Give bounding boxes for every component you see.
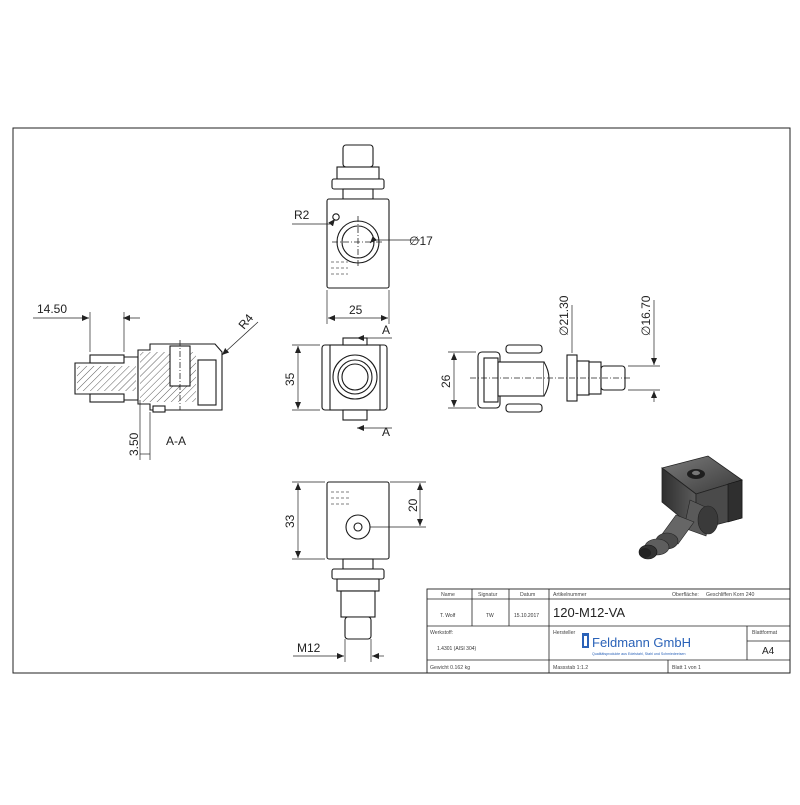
dim-dia17: ∅17 <box>409 234 433 248</box>
dim-dia-16-70: ∅16.70 <box>639 295 653 336</box>
tb-blatt: Blatt 1 von 1 <box>672 665 701 671</box>
dim-r2: R2 <box>294 208 310 222</box>
top-view <box>292 144 420 324</box>
tb-massstab: Massstab 1:1.2 <box>553 665 588 671</box>
tb-company-sub: Qualitätsprodukte aus Edelstahl, Stahl u… <box>592 652 686 656</box>
tb-col-signatur: Signatur <box>478 592 498 598</box>
tb-datum-value: 15.10.2017 <box>514 613 539 619</box>
tb-oberflaeche-value: Geschliffen Korn 240 <box>706 592 754 598</box>
tb-werkstoff-label: Werkstoff: <box>430 630 453 636</box>
tb-col-datum: Datum <box>520 592 535 598</box>
tb-blattformat-label: Blattformat <box>752 630 778 636</box>
dim-height-26: 26 <box>439 374 453 388</box>
bottom-view <box>292 481 426 662</box>
tb-artikelnummer-label: Artikelnummer <box>553 592 587 598</box>
tb-oberflaeche-label: Oberfläche: <box>672 592 699 598</box>
tb-col-name: Name <box>441 592 455 598</box>
title-block <box>426 588 791 674</box>
dim-20: 20 <box>406 498 420 512</box>
dim-3-50: 3.50 <box>127 432 141 456</box>
dim-r4: R4 <box>236 311 257 332</box>
dim-height-35: 35 <box>283 372 297 386</box>
tb-werkstoff-value: 1.4301 (AISI 304) <box>437 646 477 652</box>
sheet-border <box>12 127 791 674</box>
section-label: A-A <box>166 434 186 448</box>
dim-dia-21-30: ∅21.30 <box>557 295 571 336</box>
dim-height-33: 33 <box>283 514 297 528</box>
tb-hersteller-label: Hersteller <box>553 630 575 636</box>
section-mark-bottom: A <box>382 425 390 439</box>
isometric-render <box>638 455 743 560</box>
tb-signatur-value: TW <box>486 613 494 619</box>
dim-width-25: 25 <box>349 303 363 317</box>
tb-blattformat: A4 <box>762 646 775 657</box>
tb-company: Feldmann GmbH <box>592 635 691 650</box>
side-view <box>448 300 660 413</box>
front-view <box>292 335 392 431</box>
dim-m12: M12 <box>297 641 321 655</box>
section-mark-top: A <box>382 323 390 337</box>
tb-artikelnummer: 120-M12-VA <box>553 605 625 620</box>
tb-gewicht: Gewicht 0.162 kg <box>430 665 470 671</box>
dim-14-50: 14.50 <box>37 302 67 316</box>
company-logo <box>582 633 589 648</box>
section-view <box>33 312 259 460</box>
tb-name-value: T. Wolf <box>440 613 456 619</box>
